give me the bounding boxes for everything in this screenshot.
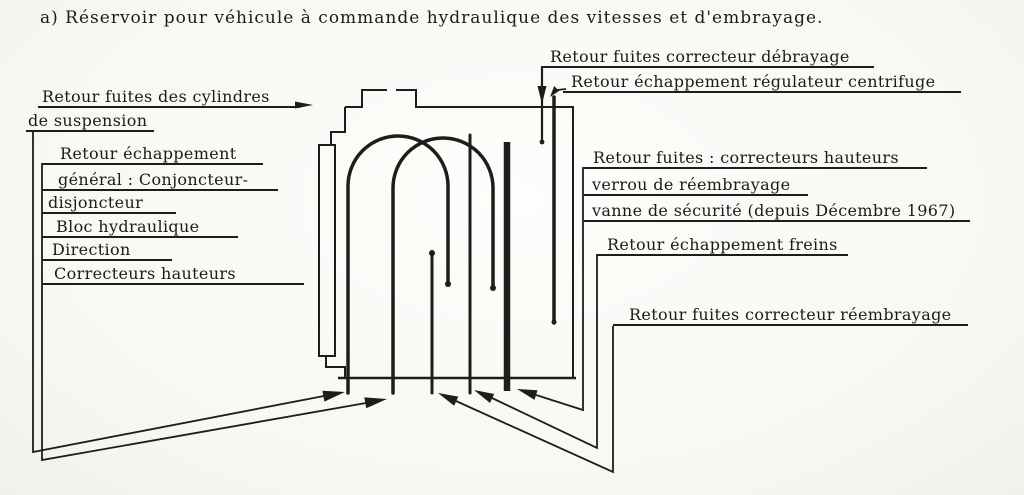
label-bloc-hydraulique: Bloc hydraulique [42,213,238,238]
arrow-icon [517,389,538,400]
label-de-suspension: de suspension [26,108,154,132]
figure-title: a) Réservoir pour véhicule à commande hy… [40,8,824,28]
arrow-icon [322,390,345,402]
label-retour-fuites-correcteurs: Retour fuites : correcteurs hauteurs [584,144,927,169]
leader-general-returns [41,163,387,462]
label-retour-fuites-debrayage: Retour fuites correcteur débrayage [542,45,874,68]
reservoir-outline [325,89,576,380]
leader-freins [474,254,598,450]
down-arrow-icon [537,86,547,104]
label-correcteurs-hauteurs: Correcteurs hauteurs [42,260,304,285]
arrow-icon [364,397,387,409]
centrifuge-inlet-tube [550,86,567,325]
arrow-icon [438,393,459,406]
label-retour-fuites-cylindres: Retour fuites des cylindres [38,84,300,108]
suspension-return-tube [346,134,451,395]
label-disjoncteur: disjoncteur [42,190,176,214]
label-vanne-securite: vanne de sécurité (depuis Décembre 1967) [584,197,970,222]
breather-column [318,144,336,357]
label-general-conjoncteur: général : Conjoncteur- [42,167,278,191]
leader-correcteurs [517,167,584,412]
center-tube [429,250,435,395]
label-retour-fuites-reembrayage: Retour fuites correcteur réembrayage [613,301,968,326]
leader-reembrayage [438,326,614,474]
label-retour-echappement: Retour échappement [42,141,263,165]
debrayage-inlet-tube [537,66,547,145]
arrow-icon [474,390,495,403]
label-direction: Direction [42,237,172,261]
general-return-tube [391,136,496,395]
elbow-arrow-icon [550,86,559,97]
leader-suspension [32,130,345,454]
label-retour-echappement-freins: Retour échappement freins [597,231,848,256]
label-retour-echappement-centrifuge: Retour échappement régulateur centrifuge [563,70,961,93]
label-verrou-reembrayage: verrou de réembrayage [584,171,808,196]
